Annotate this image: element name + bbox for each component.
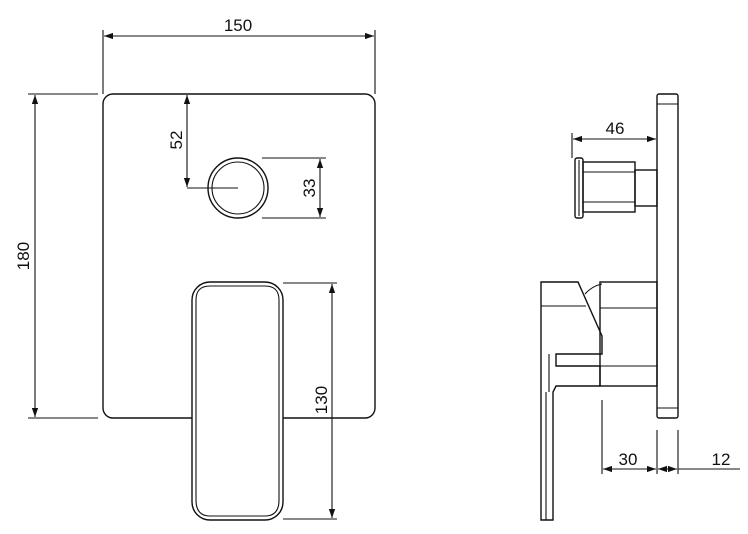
dimension-plate-height: 180 bbox=[14, 93, 98, 419]
front-view: 150 180 52 33 130 bbox=[14, 16, 376, 521]
side-knob bbox=[574, 157, 658, 219]
side-plate bbox=[656, 93, 679, 419]
dimension-label-plate-height: 180 bbox=[14, 242, 33, 270]
dimension-label-lever-length: 130 bbox=[312, 386, 331, 414]
side-view: 46 30 12 bbox=[540, 93, 740, 521]
dimension-label-knob-diameter: 33 bbox=[300, 179, 319, 198]
dimension-label-plate-width: 150 bbox=[224, 16, 252, 35]
dimension-knob-diameter: 33 bbox=[262, 157, 326, 219]
dimension-label-knob-projection: 46 bbox=[606, 119, 625, 138]
front-lever bbox=[191, 281, 284, 521]
dimension-knob-offset: 52 bbox=[167, 95, 238, 189]
dimension-plate-thickness: 12 bbox=[658, 430, 740, 474]
dimension-lever-length: 130 bbox=[283, 282, 337, 520]
dimension-label-plate-thickness: 12 bbox=[712, 450, 731, 469]
dimension-lever-depth: 30 bbox=[601, 400, 658, 474]
dimension-plate-width: 150 bbox=[102, 16, 376, 94]
side-lever bbox=[540, 281, 658, 521]
dimension-label-lever-depth: 30 bbox=[619, 450, 638, 469]
dimension-label-knob-offset: 52 bbox=[167, 131, 186, 150]
dimension-knob-projection: 46 bbox=[571, 119, 656, 158]
